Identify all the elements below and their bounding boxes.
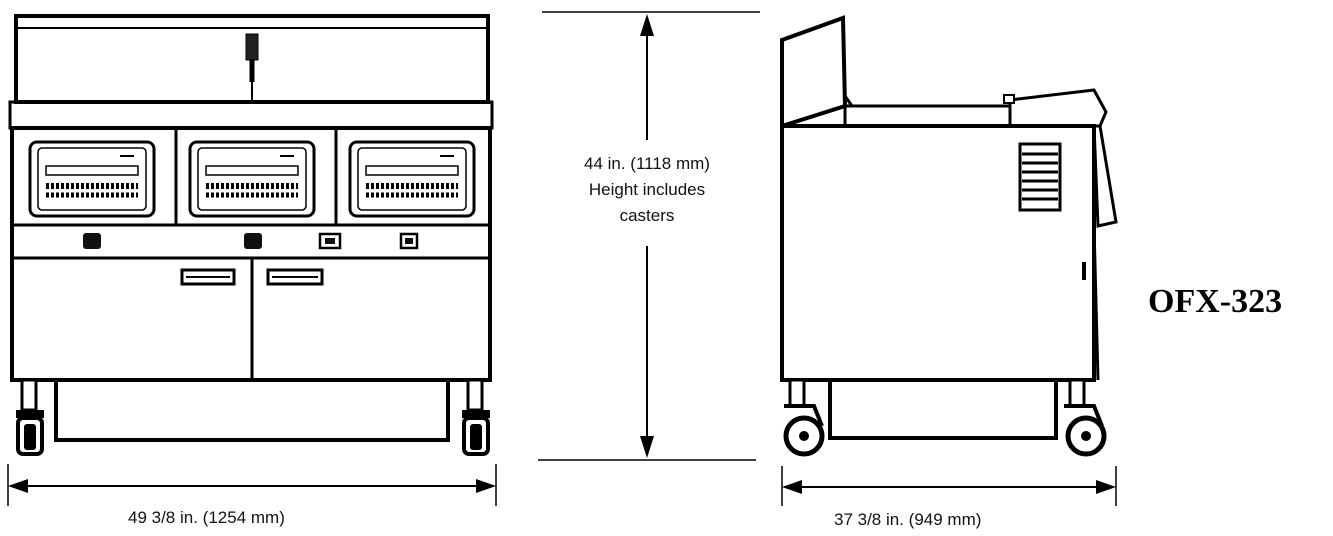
- height-dimension-note: Height includes: [589, 180, 705, 199]
- front-top-ledge: [8, 100, 494, 130]
- height-dimension-note: casters: [620, 206, 675, 225]
- controller-left: [28, 140, 156, 218]
- controller-center: [188, 140, 316, 218]
- side-view: 37 3/8 in. (949 mm): [780, 15, 1118, 529]
- basket-handle: [245, 33, 259, 100]
- caster-icon: [783, 378, 825, 457]
- vent-icon: [1018, 142, 1062, 212]
- caster-icon: [1064, 378, 1107, 457]
- filter-pan: [54, 378, 450, 442]
- side-filter-pan: [828, 378, 1058, 440]
- depth-dimension-line: [781, 466, 1117, 506]
- width-dimension-label: 49 3/8 in. (1254 mm): [128, 508, 285, 527]
- power-switch-icon: [83, 233, 101, 249]
- indicator-icon: [318, 232, 342, 250]
- door-handle-right: [266, 268, 324, 286]
- indicator-icon: [399, 232, 419, 250]
- height-dimension-line: [538, 11, 760, 461]
- caster-icon: [462, 378, 490, 456]
- power-switch-icon: [244, 233, 262, 249]
- caster-icon: [16, 378, 44, 456]
- height-dimension-label: 44 in. (1118 mm): [584, 154, 710, 173]
- controller-right: [348, 140, 476, 218]
- width-dimension-line: [7, 464, 497, 506]
- door-handle-left: [180, 268, 236, 286]
- model-name: OFX-323: [1148, 283, 1282, 320]
- depth-dimension-label: 37 3/8 in. (949 mm): [834, 510, 981, 529]
- front-view: 49 3/8 in. (1254 mm): [7, 14, 497, 527]
